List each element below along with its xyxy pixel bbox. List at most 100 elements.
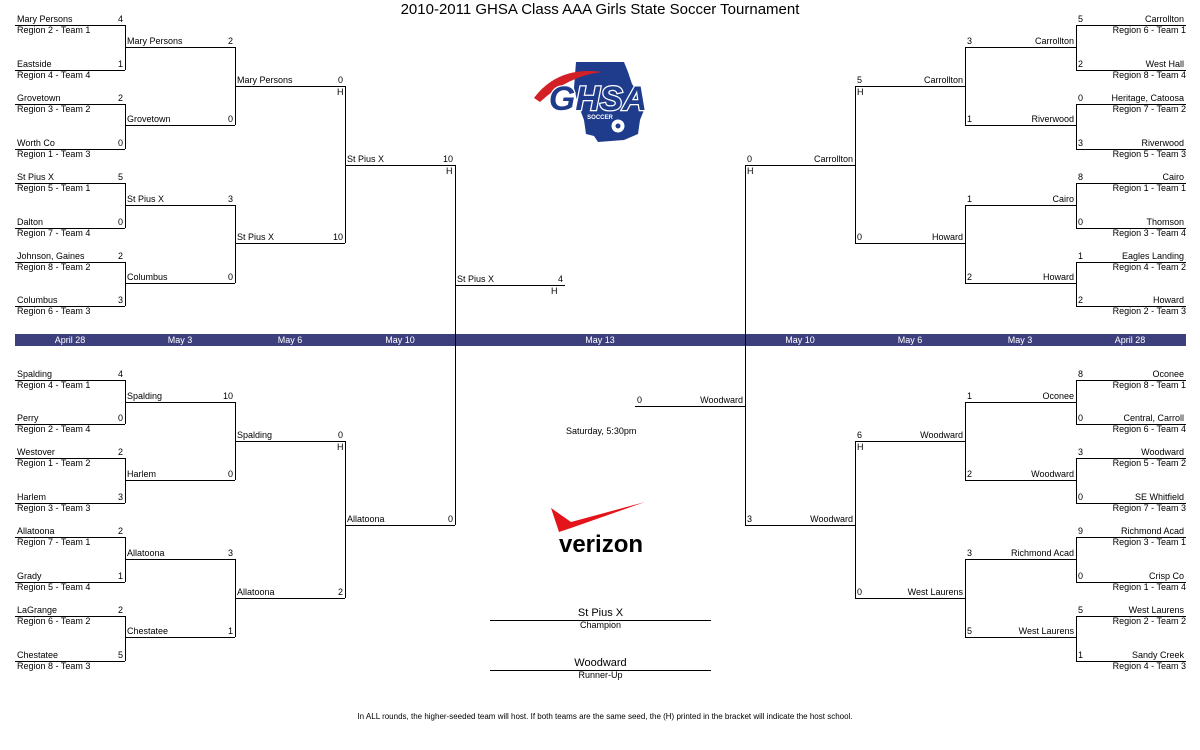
team-score: 2 (117, 447, 123, 457)
team-score: 3 (117, 492, 123, 502)
bracket-slot-line (1076, 661, 1186, 662)
bracket-slot-line (15, 616, 125, 617)
round-date-label: May 6 (277, 335, 303, 345)
team-seed: Region 5 - Team 4 (17, 582, 91, 592)
team-score: 0 (117, 138, 123, 148)
logo-swoosh (534, 71, 602, 102)
team-name: Howard (1152, 295, 1184, 305)
team-name: Chestatee (127, 626, 169, 636)
team-score: 0 (227, 114, 233, 124)
bracket-connector (965, 402, 966, 480)
team-seed: Region 4 - Team 4 (17, 70, 91, 80)
team-score: 0 (227, 272, 233, 282)
finalist-score: 0 (637, 395, 643, 405)
finalist-name: Woodward (700, 395, 743, 405)
bracket-slot-line (235, 441, 345, 442)
team-score: 2 (1078, 295, 1084, 305)
team-name: Westover (17, 447, 55, 457)
team-name: Eagles Landing (1121, 251, 1184, 261)
bracket-slot-line (1076, 70, 1186, 71)
bracket-connector (1076, 25, 1077, 70)
team-name: Woodward (1031, 469, 1074, 479)
team-name: SE Whitfield (1134, 492, 1184, 502)
team-score: 2 (117, 605, 123, 615)
team-name: Perry (17, 413, 39, 423)
team-score: 5 (1078, 14, 1084, 24)
team-score: 0 (1078, 492, 1084, 502)
team-name: Central, Carroll (1123, 413, 1184, 423)
team-seed: Region 4 - Team 3 (1112, 661, 1186, 671)
bracket-slot-line (965, 125, 1076, 126)
team-score: 5 (967, 626, 973, 636)
verizon-logo: verizon (551, 502, 645, 558)
team-score: 1 (967, 194, 973, 204)
team-score: 3 (1078, 447, 1084, 457)
team-name: West Laurens (907, 587, 963, 597)
team-name: Riverwood (1031, 114, 1074, 124)
team-seed: Region 1 - Team 1 (1112, 183, 1186, 193)
team-name: Eastside (17, 59, 52, 69)
team-name: Allatoona (127, 548, 165, 558)
team-seed: Region 8 - Team 1 (1112, 380, 1186, 390)
team-name: Richmond Acad (1010, 548, 1074, 558)
team-name: Allatoona (347, 514, 385, 524)
team-score: 1 (967, 391, 973, 401)
team-seed: Region 1 - Team 4 (1112, 582, 1186, 592)
host-indicator: H (337, 87, 344, 97)
bracket-connector (745, 165, 746, 525)
bracket-slot-line (125, 559, 235, 560)
team-seed: Region 8 - Team 3 (17, 661, 91, 671)
team-score: 5 (857, 75, 863, 85)
bracket-slot-line (965, 559, 1076, 560)
host-indicator: H (747, 166, 754, 176)
team-name: Woodward (920, 430, 963, 440)
champion-line (490, 620, 711, 621)
team-name: Cairo (1162, 172, 1184, 182)
team-score: 1 (117, 59, 123, 69)
team-seed: Region 2 - Team 4 (17, 424, 91, 434)
team-score: 1 (227, 626, 233, 636)
bracket-slot-line (965, 205, 1076, 206)
team-score: 3 (1078, 138, 1084, 148)
team-name: Worth Co (17, 138, 55, 148)
bracket-slot-line (1076, 104, 1186, 105)
team-name: LaGrange (17, 605, 58, 615)
bracket-slot-line (1076, 25, 1186, 26)
team-name: Richmond Acad (1120, 526, 1184, 536)
bracket-slot-line (855, 598, 965, 599)
team-name: Sandy Creek (1131, 650, 1184, 660)
team-seed: Region 1 - Team 3 (17, 149, 91, 159)
team-name: Howard (1042, 272, 1074, 282)
team-score: 8 (1078, 172, 1084, 182)
team-seed: Region 4 - Team 2 (1112, 262, 1186, 272)
host-indicator: H (551, 286, 558, 296)
team-name: Harlem (127, 469, 157, 479)
team-name: Carrollton (1144, 14, 1184, 24)
team-name: Johnson, Gaines (17, 251, 85, 261)
bracket-slot-line (15, 661, 125, 662)
bracket-connector (125, 616, 126, 661)
game-time: Saturday, 5:30pm (566, 426, 637, 436)
bracket-slot-line (1076, 503, 1186, 504)
bracket-slot-line (1076, 262, 1186, 263)
round-date-label: May 3 (167, 335, 193, 345)
team-seed: Region 6 - Team 4 (1112, 424, 1186, 434)
bracket-slot-line (15, 149, 125, 150)
bracket-slot-line (1076, 183, 1186, 184)
bracket-slot-line (345, 165, 455, 166)
bracket-slot-line (1076, 424, 1186, 425)
bracket-connector (1076, 458, 1077, 503)
page-title: 2010-2011 GHSA Class AAA Girls State Soc… (400, 1, 800, 18)
verizon-wordmark: verizon (559, 531, 643, 558)
team-name: Chestatee (17, 650, 59, 660)
bracket-connector (345, 86, 346, 243)
team-name: Columbus (127, 272, 168, 282)
team-name: Carrollton (1034, 36, 1074, 46)
team-score: 2 (117, 93, 123, 103)
georgia-map-shape (574, 62, 644, 142)
team-name: West Laurens (1018, 626, 1074, 636)
team-score: 0 (857, 232, 863, 242)
bracket-connector (125, 104, 126, 149)
bracket-slot-line (15, 183, 125, 184)
team-name: Cairo (1052, 194, 1074, 204)
